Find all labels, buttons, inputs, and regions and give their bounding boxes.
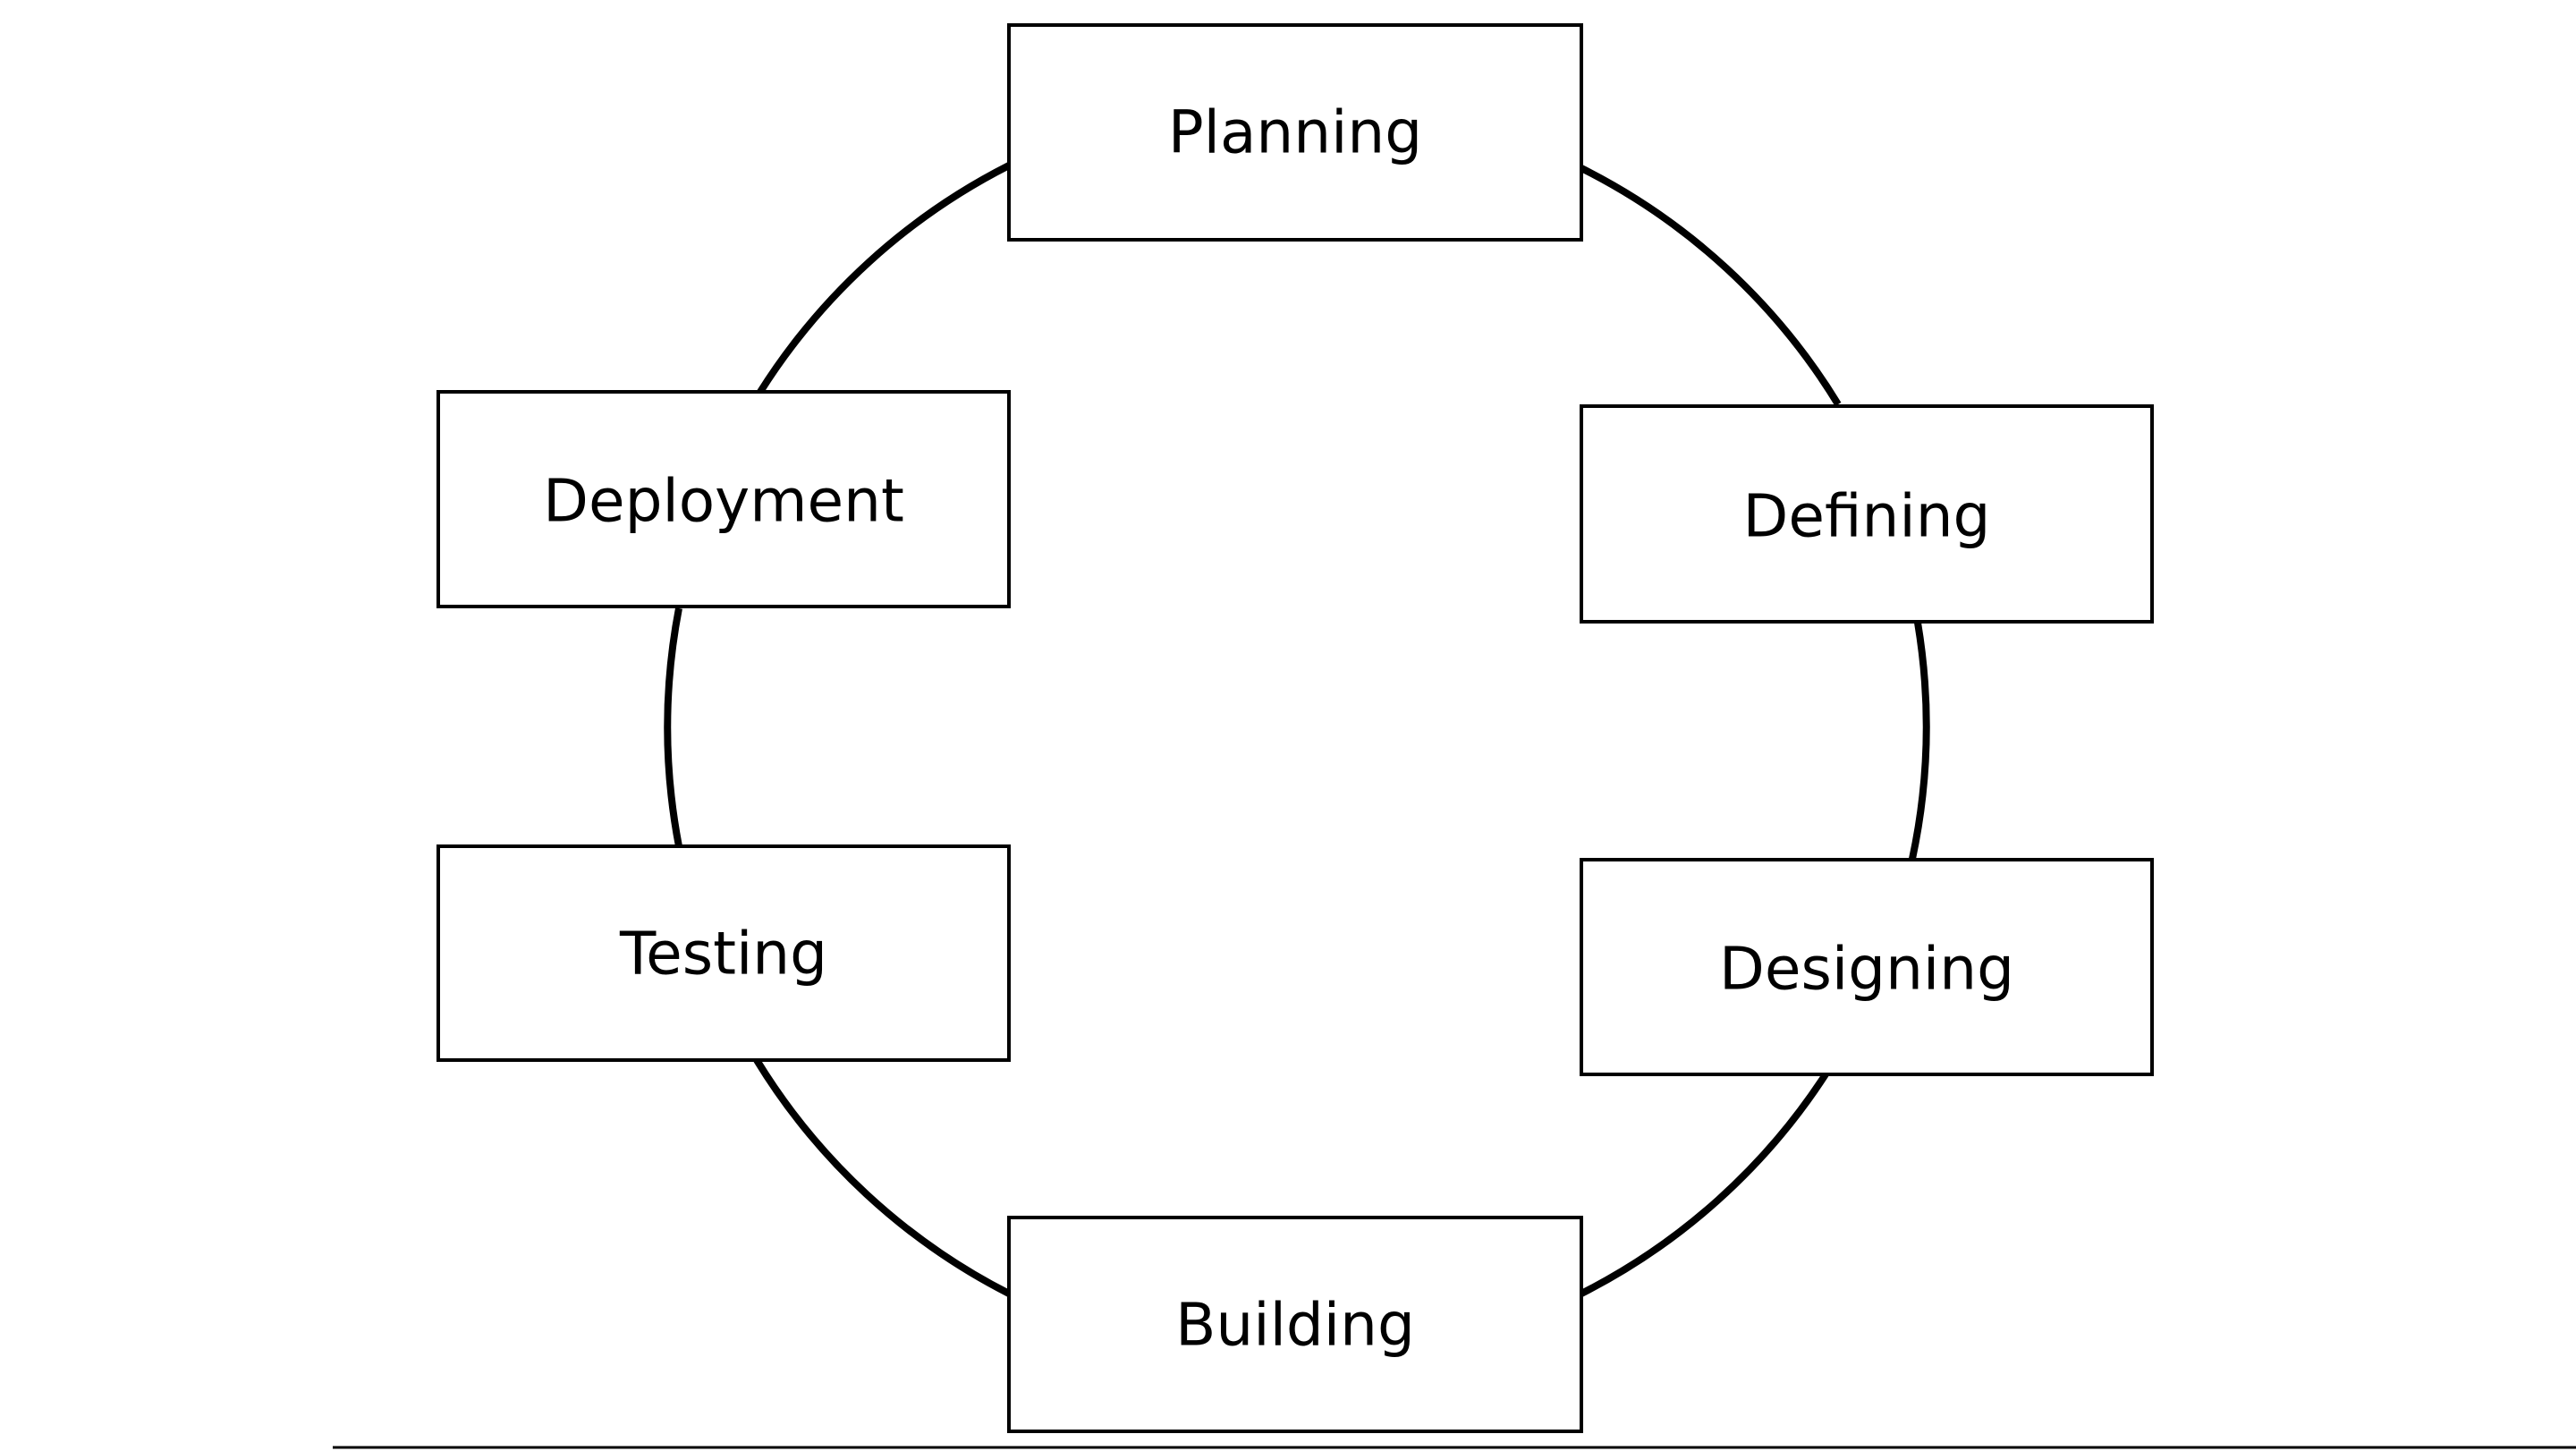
stage-building-box — [1007, 1216, 1583, 1433]
stage-planning: Planning — [1007, 23, 1583, 242]
stage-building: Building — [1007, 1216, 1583, 1433]
stage-deployment: Deployment — [436, 390, 1011, 608]
arc-deployment-to-planning — [757, 162, 1011, 395]
stage-designing-box — [1580, 858, 2154, 1076]
stage-testing-label: Testing — [619, 920, 827, 989]
arc-building-to-testing — [753, 1057, 1011, 1297]
stage-building-label: Building — [1175, 1291, 1415, 1360]
stage-testing: Testing — [436, 844, 1011, 1062]
stage-testing-box — [436, 844, 1011, 1062]
stage-designing: Designing — [1580, 858, 2154, 1076]
stage-planning-label: Planning — [1168, 98, 1422, 167]
stage-defining-label: Defining — [1743, 482, 1991, 551]
stage-designing-label: Designing — [1719, 935, 2014, 1004]
stage-deployment-label: Deployment — [543, 467, 904, 536]
stage-deployment-box — [436, 390, 1011, 608]
arc-designing-to-building — [1580, 1072, 1829, 1297]
arc-testing-to-deployment — [664, 607, 682, 847]
arc-defining-to-designing — [1909, 622, 1930, 860]
arc-planning-to-defining — [1580, 165, 1842, 407]
stage-defining-box — [1580, 404, 2154, 624]
stage-defining: Defining — [1580, 404, 2154, 624]
stage-planning-box — [1007, 23, 1583, 242]
